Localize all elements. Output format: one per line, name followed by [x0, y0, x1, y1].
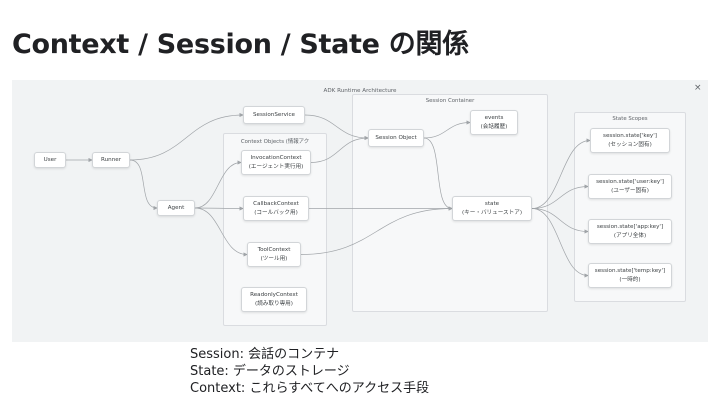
node-readonly-context-sub: (読み取り専用): [255, 300, 293, 307]
note-context: Context: これらすべてへのアクセス手段: [190, 381, 430, 396]
node-scope-user[interactable]: session.state['user:key'] (ユーザー固有): [588, 174, 672, 199]
node-user[interactable]: User: [34, 152, 66, 168]
edge-agent-to-invocation: [194, 160, 242, 209]
diagram-title: ADK Runtime Architecture: [323, 88, 397, 94]
note-session: Session: 会話のコンテナ: [190, 347, 340, 362]
edge-agent-to-callback: [194, 206, 244, 211]
node-scope-app-label: session.state['app:key']: [596, 224, 664, 231]
edge-state-to-scope-user: [531, 184, 589, 209]
node-runner[interactable]: Runner: [92, 152, 130, 168]
node-readonly-context[interactable]: ReadonlyContext (読み取り専用): [241, 287, 307, 312]
edge-tool-to-state: [300, 206, 453, 255]
node-runner-label: Runner: [100, 156, 121, 163]
node-session-object[interactable]: Session Object: [368, 129, 424, 147]
node-state-label: state: [484, 201, 500, 208]
slide-title: Context / Session / State の関係: [12, 29, 469, 60]
diagram-panel: [12, 80, 708, 342]
node-user-label: User: [43, 156, 57, 163]
node-events-label: events: [484, 115, 504, 122]
node-tool-context-sub: (ツール用): [260, 255, 288, 262]
summary-notes: Session: 会話のコンテナ State: データのストレージ Contex…: [190, 346, 429, 397]
node-callback-context-sub: (コールバック用): [254, 209, 298, 216]
node-scope-temp-label: session.state['temp:key']: [594, 268, 666, 275]
node-scope-session-sub: (セッション固有): [608, 141, 652, 148]
node-readonly-context-label: ReadonlyContext: [250, 292, 298, 299]
node-tool-context[interactable]: ToolContext (ツール用): [247, 242, 301, 267]
group-label-session-container: Session Container: [425, 98, 475, 104]
edge-runner-to-agent: [129, 159, 158, 211]
node-scope-session-label: session.state['key']: [603, 133, 657, 140]
node-scope-temp-sub: (一時的): [619, 276, 641, 283]
node-events-sub: (会話履歴): [480, 123, 508, 130]
node-agent[interactable]: Agent: [157, 200, 195, 216]
note-state: State: データのストレージ: [190, 364, 350, 379]
node-session-service[interactable]: SessionService: [243, 106, 305, 124]
edge-session-service-to-session-object: [304, 114, 369, 141]
group-label-state-scopes: State Scopes: [612, 116, 648, 122]
node-scope-session[interactable]: session.state['key'] (セッション固有): [590, 128, 670, 153]
edge-invocation-to-session-object: [310, 135, 369, 163]
node-scope-app[interactable]: session.state['app:key'] (アプリ全体): [588, 219, 672, 244]
edge-session-object-to-events: [423, 120, 471, 139]
node-events[interactable]: events (会話履歴): [470, 110, 518, 135]
architecture-diagram: ADK Runtime Architecture × Context Objec…: [12, 82, 708, 340]
edge-state-to-scope-app: [531, 208, 589, 234]
diagram-edges: [65, 112, 591, 278]
node-state-sub: (キー・バリューストア): [461, 209, 523, 216]
node-agent-label: Agent: [167, 204, 185, 211]
close-icon[interactable]: ×: [694, 83, 702, 93]
edge-state-to-scope-session: [531, 138, 591, 209]
node-invocation-context[interactable]: InvocationContext (エージェント実行用): [241, 150, 311, 175]
node-state[interactable]: state (キー・バリューストア): [452, 196, 532, 221]
node-invocation-context-label: InvocationContext: [250, 155, 302, 162]
node-scope-temp[interactable]: session.state['temp:key'] (一時的): [588, 263, 672, 288]
edge-runner-to-session-service: [129, 112, 244, 161]
edge-state-to-scope-temp: [531, 208, 589, 278]
node-callback-context[interactable]: CallbackContext (コールバック用): [243, 196, 309, 221]
group-label-context-objects: Context Objects (情報アク: [240, 139, 310, 145]
node-session-service-label: SessionService: [252, 111, 296, 118]
node-scope-app-sub: (アプリ全体): [613, 232, 647, 239]
node-scope-user-label: session.state['user:key']: [596, 179, 664, 186]
node-session-object-label: Session Object: [375, 134, 417, 141]
node-invocation-context-sub: (エージェント実行用): [248, 163, 304, 170]
edge-session-object-to-state: [423, 137, 453, 211]
edge-agent-to-tool: [194, 207, 248, 257]
node-callback-context-label: CallbackContext: [253, 201, 299, 208]
node-scope-user-sub: (ユーザー固有): [611, 187, 649, 194]
node-tool-context-label: ToolContext: [257, 247, 291, 254]
